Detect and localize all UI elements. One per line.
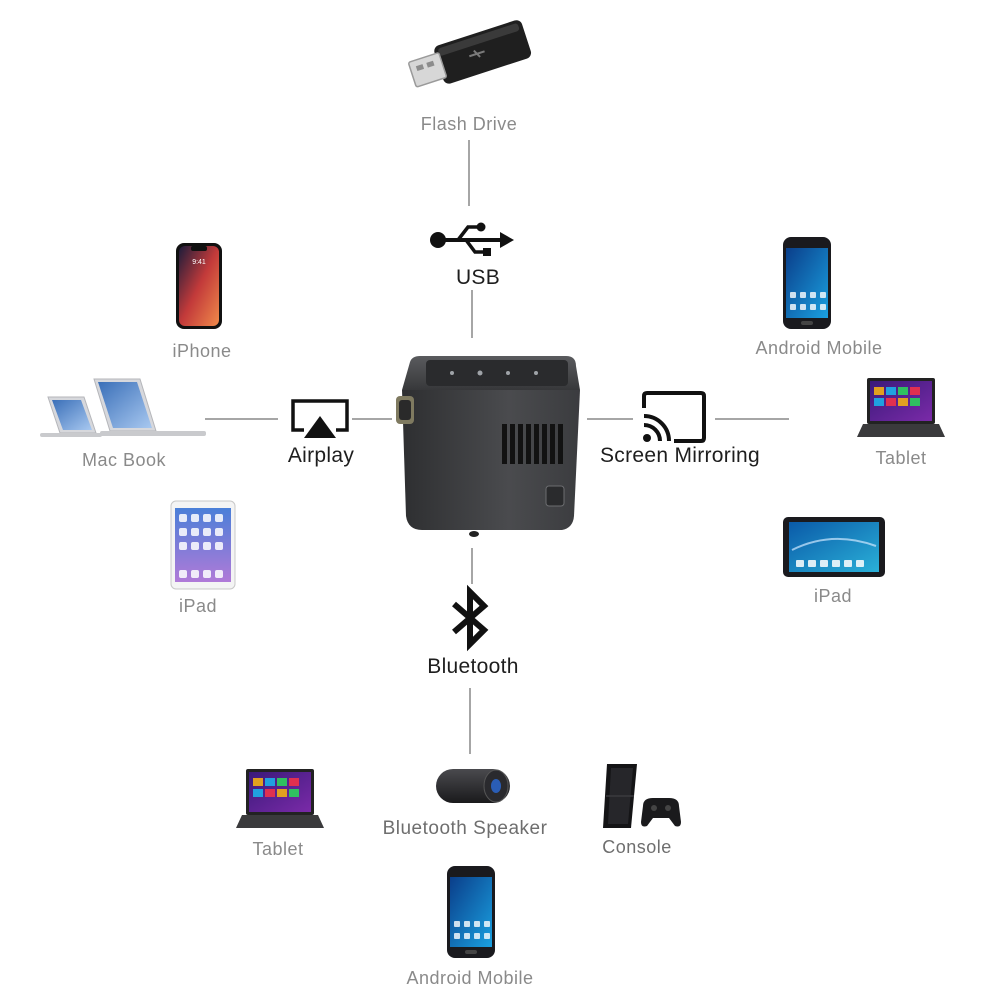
bluetooth-speaker-label: Bluetooth Speaker bbox=[382, 818, 548, 839]
airplay-label: Airplay bbox=[287, 444, 355, 467]
bluetooth-speaker-image bbox=[434, 766, 514, 806]
console-image bbox=[603, 762, 683, 832]
iphone-image: 9:41 bbox=[175, 242, 223, 330]
tablet-bottom-image bbox=[236, 768, 324, 830]
ipad-landscape-image bbox=[782, 516, 886, 578]
connector-mirroring-right bbox=[715, 418, 789, 420]
projector-image bbox=[390, 350, 586, 540]
iphone-clock: 9:41 bbox=[192, 259, 206, 266]
connector-airplay-left bbox=[205, 418, 278, 420]
flash-drive-label: Flash Drive bbox=[420, 114, 518, 134]
android-mobile-bottom-label: Android Mobile bbox=[406, 968, 534, 988]
connector-bluetooth-top bbox=[471, 548, 473, 584]
console-label: Console bbox=[602, 837, 672, 857]
airplay-icon bbox=[290, 398, 350, 440]
tablet-bottom-label: Tablet bbox=[252, 839, 304, 859]
bluetooth-label: Bluetooth bbox=[427, 655, 519, 678]
ipad-label: iPad bbox=[178, 596, 218, 616]
connector-mirroring-left bbox=[587, 418, 633, 420]
usb-icon bbox=[428, 220, 516, 264]
macbook-image bbox=[40, 375, 208, 441]
tablet-label: Tablet bbox=[875, 448, 927, 468]
connector-usb-top bbox=[468, 140, 470, 206]
macbook-label: Mac Book bbox=[81, 450, 167, 470]
bluetooth-icon bbox=[446, 584, 494, 652]
tablet-image bbox=[857, 377, 945, 439]
usb-label: USB bbox=[455, 266, 501, 289]
android-mobile-bottom-image bbox=[446, 865, 496, 959]
connector-usb-bottom bbox=[471, 290, 473, 338]
screen-mirroring-label: Screen Mirroring bbox=[599, 444, 761, 467]
cast-icon bbox=[640, 390, 708, 444]
ipad-image bbox=[170, 500, 236, 590]
connector-bluetooth-bottom bbox=[469, 688, 471, 754]
android-mobile-label: Android Mobile bbox=[755, 338, 883, 358]
android-mobile-image bbox=[782, 236, 832, 330]
flash-drive-image bbox=[405, 10, 535, 100]
ipad-landscape-label: iPad bbox=[813, 586, 853, 606]
connector-airplay-right bbox=[352, 418, 392, 420]
iphone-label: iPhone bbox=[172, 341, 232, 361]
